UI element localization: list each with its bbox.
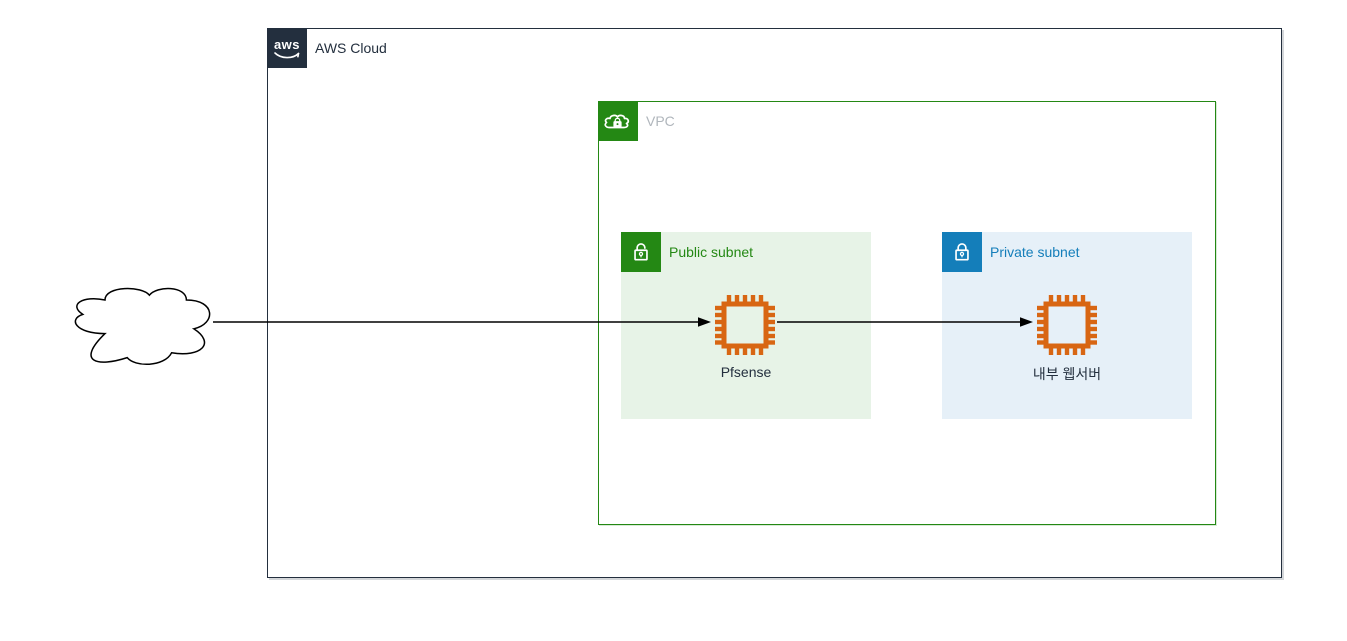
vpc-cloud-lock-icon bbox=[604, 114, 630, 129]
pfsense-label: Pfsense bbox=[720, 364, 772, 380]
public-subnet-label: Public subnet bbox=[669, 244, 754, 260]
pfsense-node bbox=[715, 295, 775, 355]
vpc-label: VPC bbox=[646, 113, 675, 129]
aws-logo-badge: aws bbox=[267, 28, 307, 68]
private-subnet-container: Private subnet 내부 웹서버 bbox=[942, 232, 1192, 419]
private-subnet-label: Private subnet bbox=[990, 244, 1080, 260]
aws-cloud-container: aws AWS Cloud VPC bbox=[267, 28, 1282, 578]
vpc-container: VPC Public subnet bbox=[598, 101, 1216, 525]
aws-smile-icon bbox=[274, 52, 300, 59]
internal-web-server-node bbox=[1037, 295, 1097, 355]
internet-cloud-shape bbox=[74, 287, 211, 365]
aws-logo-icon: aws bbox=[273, 37, 301, 52]
ec2-chip-icon bbox=[715, 295, 775, 355]
cloud-icon bbox=[74, 287, 211, 365]
vpc-badge bbox=[598, 101, 638, 141]
private-subnet-badge bbox=[942, 232, 982, 272]
public-subnet-container: Public subnet Pfsense bbox=[621, 232, 871, 419]
aws-cloud-label: AWS Cloud bbox=[315, 40, 387, 56]
closed-lock-icon bbox=[955, 243, 969, 261]
internal-web-server-label: 내부 웹서버 bbox=[1032, 366, 1102, 382]
public-subnet-badge bbox=[621, 232, 661, 272]
open-lock-icon bbox=[634, 243, 648, 261]
ec2-chip-icon bbox=[1037, 295, 1097, 355]
